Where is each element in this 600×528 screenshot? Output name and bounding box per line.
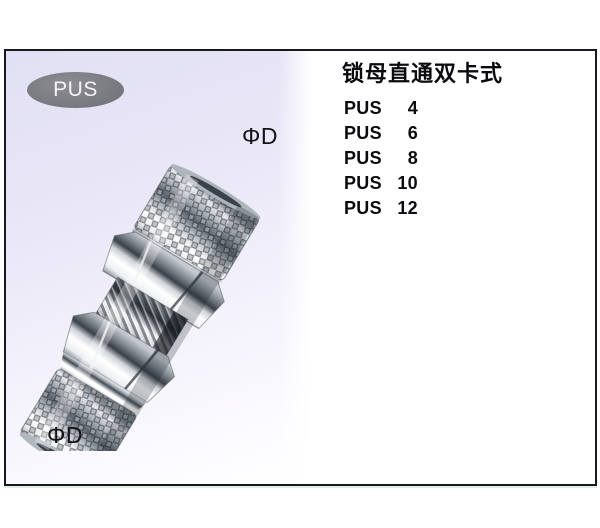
model-prefix: PUS (344, 123, 382, 143)
product-photo (20, 131, 292, 451)
model-list-item: PUS 4 (344, 98, 418, 123)
model-list-item: PUS 8 (344, 148, 418, 173)
model-prefix: PUS (344, 148, 382, 168)
model-list-item: PUS 12 (344, 198, 418, 223)
model-size: 4 (407, 98, 418, 118)
model-size: 6 (407, 123, 418, 143)
card-underline-accent (4, 486, 597, 488)
model-prefix: PUS (344, 173, 382, 193)
product-card: PUS (4, 49, 597, 486)
product-image-panel: PUS (6, 51, 312, 484)
model-list-item: PUS 10 (344, 173, 418, 198)
specification-title: 锁母直通双卡式 (342, 62, 504, 87)
model-size: 8 (407, 148, 418, 168)
model-size: 12 (397, 198, 418, 218)
pus-series-badge: PUS (27, 72, 124, 108)
model-prefix: PUS (344, 98, 382, 118)
model-list-item: PUS 6 (344, 123, 418, 148)
model-list: PUS 4 PUS 6 PUS 8 PUS 10 PUS 12 (344, 98, 418, 223)
model-size: 10 (397, 173, 418, 193)
specification-panel: 锁母直通双卡式 PUS 4 PUS 6 PUS 8 PUS 10 PUS 12 (312, 51, 595, 484)
dimension-label-top: ΦD (242, 123, 278, 149)
dimension-label-bottom: ΦD (47, 422, 83, 448)
model-prefix: PUS (344, 198, 382, 218)
pus-series-badge-label: PUS (53, 78, 98, 101)
